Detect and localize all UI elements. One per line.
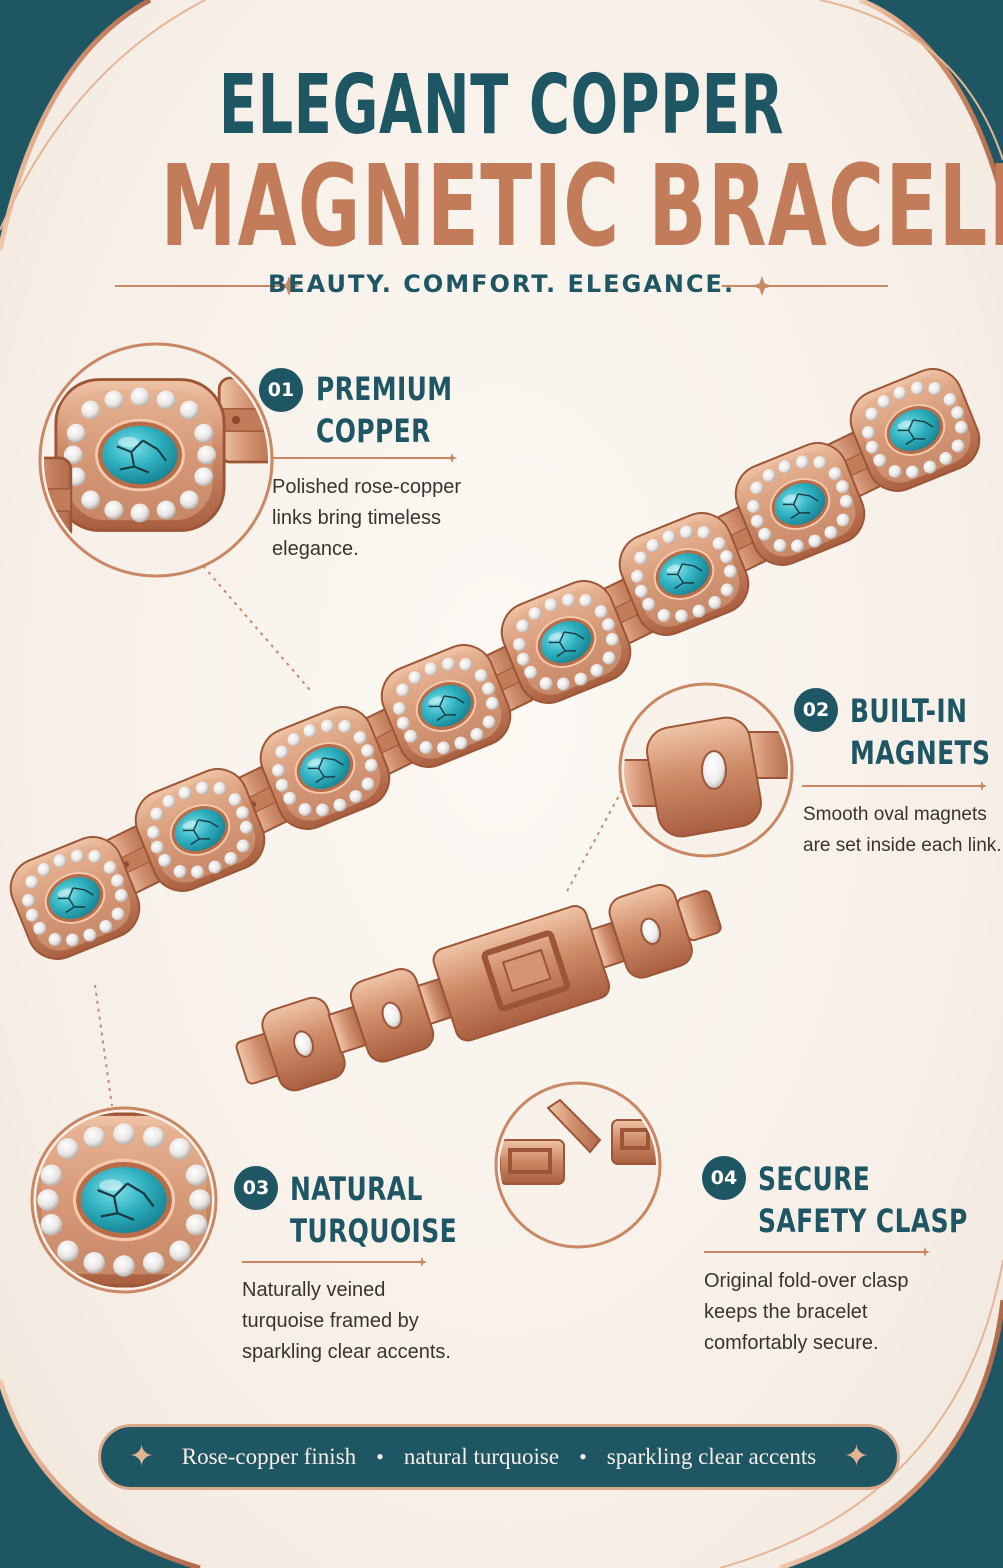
feature-title-line-1: PREMIUM — [316, 370, 453, 408]
feature-description: Smooth oval magnets are set inside each … — [803, 799, 1002, 861]
feature-description: Polished rose-copper links bring timeles… — [272, 472, 461, 565]
banner-item: Rose-copper finish — [181, 1444, 357, 1469]
zoom-circle-premium-copper — [38, 342, 274, 578]
description-line: Original fold-over clasp — [704, 1270, 909, 1292]
banner-item: natural turquoise — [403, 1444, 560, 1469]
feature-title-line-2: TURQUOISE — [290, 1212, 458, 1250]
feature-number-badge: 02 — [794, 688, 838, 732]
feature-title: NATURAL TURQUOISE — [290, 1168, 457, 1252]
description-line: sparkling clear accents. — [242, 1341, 451, 1363]
description-line: Smooth oval magnets — [803, 804, 987, 825]
feature-title: SECURE SAFETY CLASP — [758, 1158, 968, 1242]
description-line: elegance. — [272, 538, 359, 560]
feature-description: Naturally veined turquoise framed by spa… — [242, 1275, 451, 1368]
feature-number-badge: 04 — [702, 1156, 746, 1200]
copper-magnetic-bracelet — [235, 879, 722, 1096]
sparkle-icon: ✦ — [129, 1440, 155, 1473]
top-left-swoop — [0, 0, 150, 250]
title-line-2: MAGNETIC BRACELET — [160, 142, 1003, 272]
zoom-circle-turquoise — [30, 1106, 218, 1294]
feature-title-line-1: BUILT-IN — [850, 692, 968, 730]
feature-title-line-2: COPPER — [316, 412, 431, 450]
feature-number-badge: 03 — [234, 1166, 278, 1210]
feature-description: Original fold-over clasp keeps the brace… — [704, 1266, 909, 1359]
feature-title: PREMIUM COPPER — [316, 368, 453, 452]
description-line: Polished rose-copper — [272, 476, 461, 498]
feature-title-line-2: SAFETY CLASP — [758, 1202, 968, 1240]
description-line: Naturally veined — [242, 1279, 386, 1301]
feature-title-line-1: SECURE — [758, 1160, 871, 1198]
bottom-right-swoop — [780, 1300, 1003, 1568]
description-line: are set inside each link. — [803, 835, 1002, 856]
bottom-left-swoop — [0, 1380, 200, 1568]
banner-item: sparkling clear accents — [606, 1444, 817, 1469]
description-line: turquoise framed by — [242, 1310, 419, 1332]
tagline: BEAUTY. COMFORT. ELEGANCE. — [267, 270, 736, 298]
top-right-swoop — [860, 0, 1003, 200]
title-line-1: ELEGANT COPPER — [218, 58, 785, 153]
description-line: comfortably secure. — [704, 1332, 879, 1354]
feature-title-line-1: NATURAL — [290, 1170, 423, 1208]
zoom-circle-clasp — [494, 1081, 662, 1249]
sparkle-icon: ✦ — [843, 1440, 869, 1473]
features-summary-banner: ✦ Rose-copper finish • natural turquoise… — [98, 1424, 900, 1490]
description-line: keeps the bracelet — [704, 1301, 868, 1323]
description-line: links bring timeless — [272, 507, 441, 529]
banner-separator: • — [376, 1444, 384, 1469]
feature-title: BUILT-IN MAGNETS — [850, 690, 990, 774]
banner-separator: • — [579, 1444, 587, 1469]
zoom-circle-magnets — [618, 682, 794, 858]
feature-title-line-2: MAGNETS — [850, 734, 991, 772]
feature-number-badge: 01 — [259, 368, 303, 412]
